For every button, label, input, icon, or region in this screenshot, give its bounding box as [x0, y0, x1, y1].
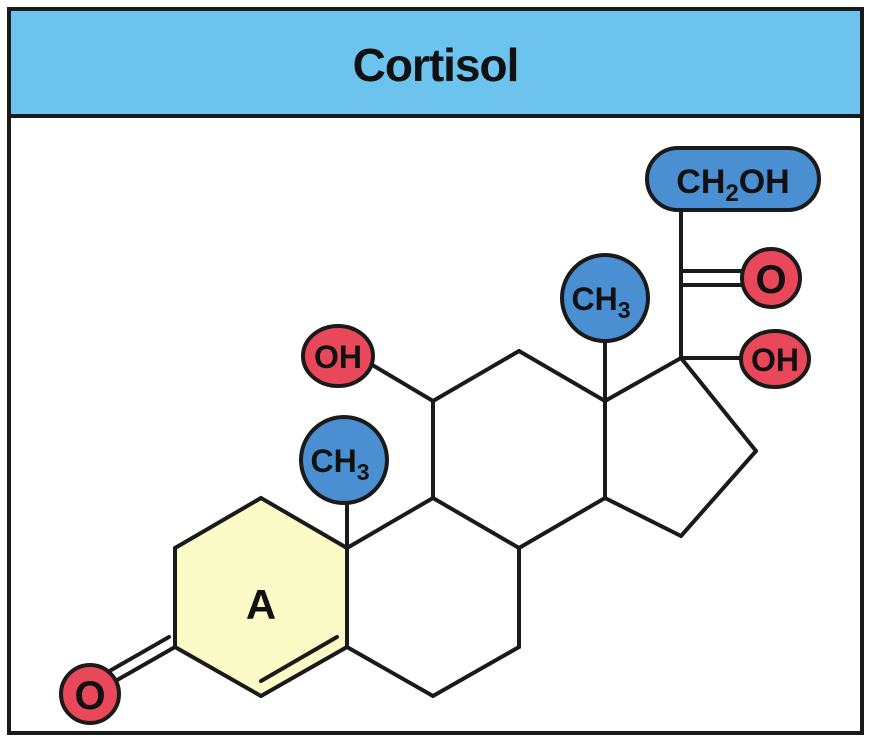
cortisol-structure: A CH2OH O OH CH3 OH CH3 [59, 146, 821, 725]
methyl-circle [299, 415, 389, 505]
ch3-13-main: CH [571, 281, 617, 317]
bond [367, 361, 435, 403]
oxygen-circle [739, 329, 811, 389]
title-bar: Cortisol [11, 11, 860, 118]
oh-11-group: OH [301, 324, 375, 388]
ch2oh-sub: 2 [725, 180, 738, 207]
bond [679, 356, 758, 453]
bond [173, 496, 263, 550]
ch3-10-group: CH3 [299, 415, 389, 505]
bond [259, 645, 349, 698]
oh-17-group: OH [739, 329, 811, 389]
side-ketone-label: O [755, 258, 786, 302]
svg-text:CH3: CH3 [310, 443, 369, 485]
svg-text:CH3: CH3 [571, 281, 630, 323]
bond [173, 645, 263, 698]
bond [603, 356, 683, 403]
methyl-circle [560, 253, 650, 343]
bonds [104, 206, 758, 698]
ch3-13-sub: 3 [618, 297, 631, 323]
ketone-3-group: O [59, 663, 121, 725]
oxygen-circle [59, 663, 121, 725]
ring-a-fill [175, 498, 347, 696]
ring-a-label: A [246, 581, 276, 628]
side-ketone-group: O [740, 247, 802, 309]
oxygen-circle [740, 247, 802, 309]
bond [603, 496, 683, 538]
bond [431, 349, 521, 403]
bond [431, 645, 521, 698]
oh-11-label: OH [314, 339, 362, 375]
ch2oh-badge [645, 146, 821, 212]
bond [345, 645, 435, 698]
bond [345, 496, 435, 550]
ch2oh-tail: OH [739, 163, 790, 201]
bond [679, 449, 758, 538]
ch3-10-sub: 3 [357, 459, 370, 485]
bond [104, 635, 171, 675]
bond [110, 645, 177, 685]
bond [431, 496, 521, 550]
ch3-10-main: CH [310, 443, 356, 479]
ch2oh-group: CH2OH [645, 146, 821, 212]
double-bond-inner [259, 635, 339, 683]
bond [259, 496, 349, 550]
svg-text:CH2OH: CH2OH [676, 163, 789, 207]
oxygen-circle [301, 324, 375, 388]
diagram-frame: Cortisol [7, 7, 864, 735]
oh-17-label: OH [751, 342, 799, 378]
diagram-title: Cortisol [352, 38, 520, 91]
ketone-3-label: O [74, 674, 105, 718]
ch2oh-main: CH [676, 163, 725, 201]
bond [517, 349, 607, 403]
bond [517, 496, 607, 550]
ch3-13-group: CH3 [560, 253, 650, 343]
